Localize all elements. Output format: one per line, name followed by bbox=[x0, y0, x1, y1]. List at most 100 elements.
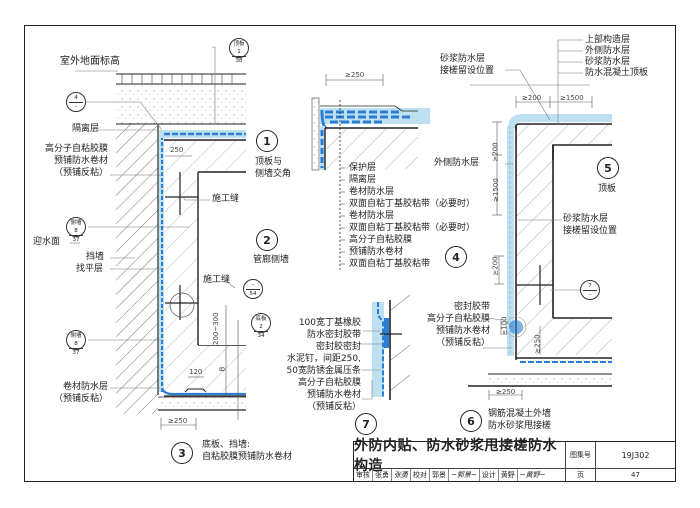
page-number: 47 bbox=[631, 471, 640, 479]
detail-6-dim-250: ≥250 bbox=[533, 334, 542, 354]
ref-detail-4: 4– bbox=[66, 92, 86, 112]
detail-number-1: 1 bbox=[256, 130, 278, 152]
review-label: 审核 bbox=[354, 469, 373, 481]
check-name: 郭景 bbox=[430, 469, 449, 481]
dim-250: 250 bbox=[170, 146, 184, 154]
retaining-wall-label: 挡墙 bbox=[86, 252, 105, 262]
detail-7-label-5: 50宽防锈金属压条 bbox=[286, 366, 361, 376]
drawing-frame bbox=[24, 25, 676, 482]
detail-6-dim-100: ≥100 bbox=[500, 316, 509, 336]
signature-row: 审核 张勇 张勇 校对 郭景 ~郭景~ 设计 黄野 ~黄野~ bbox=[354, 469, 566, 481]
dim-200-vertical: ≥200 bbox=[491, 142, 500, 162]
detail-7-label-8: （预铺反粘） bbox=[306, 402, 361, 412]
isolation-layer-label: 隔离层 bbox=[72, 124, 100, 134]
detail-6-label-3: 预铺防水卷材 bbox=[435, 326, 490, 336]
detail-4-layer-5: 卷材防水层 bbox=[349, 211, 395, 221]
membrane-label-2: 预铺防水卷材 bbox=[53, 156, 108, 166]
detail-number-7: 7 bbox=[355, 413, 377, 435]
construction-joint-label-1: 施工缝 bbox=[212, 194, 240, 204]
detail-number-4: 4 bbox=[445, 246, 467, 268]
detail-left-graphics bbox=[70, 46, 246, 430]
roll-layer-label-1: 卷材防水层 bbox=[62, 382, 108, 392]
detail-4-layer-2: 隔离层 bbox=[349, 175, 377, 185]
review-signature: 张勇 bbox=[392, 469, 411, 481]
membrane-label-3: （预铺反粘） bbox=[53, 168, 108, 178]
roll-layer-label-2: （预铺反粘） bbox=[53, 394, 108, 404]
title-block: 外防内贴、防水砂浆甩接槎防水构造 图集号 19J302 审核 张勇 张勇 校对 … bbox=[353, 438, 676, 482]
detail-6-dim-250-bottom: ≥250 bbox=[496, 388, 516, 396]
detail-7-label-1: 100宽丁基橡胶 bbox=[298, 318, 361, 328]
detail-4-layer-4: 双面自粘丁基胶粘带（必要时） bbox=[349, 199, 476, 209]
detail-6-title-line1: 钢筋混凝土外墙 bbox=[488, 409, 552, 419]
detail-6-title-line2: 防水砂浆甩接槎 bbox=[488, 421, 552, 431]
dim-200-top: ≥200 bbox=[522, 94, 542, 102]
detail-4-dim: ≥250 bbox=[345, 71, 365, 79]
mortar-top-label-2: 接槎留设位置 bbox=[440, 66, 495, 76]
detail-number-3: 3 bbox=[171, 442, 193, 464]
membrane-label-1: 高分子自粘胶膜 bbox=[44, 144, 108, 154]
document-title: 外防内贴、防水砂浆甩接槎防水构造 bbox=[354, 438, 566, 474]
ground-level-label: 室外地面标高 bbox=[60, 56, 120, 67]
detail-5-top-layer-2: 外侧防水层 bbox=[585, 46, 631, 56]
mortar-mid-label-1: 砂浆防水层 bbox=[563, 214, 609, 224]
outer-waterproof-label: 外侧防水层 bbox=[434, 158, 480, 168]
atlas-number-label: 图集号 bbox=[566, 442, 596, 469]
ref-54: –54 bbox=[243, 279, 263, 299]
detail-6-label-4: （预铺反粘） bbox=[435, 338, 490, 348]
mortar-top-label-1: 砂浆防水层 bbox=[440, 54, 486, 64]
check-signature: ~郭景~ bbox=[449, 469, 480, 481]
detail-number-5: 5 bbox=[597, 157, 619, 179]
detail-7-label-7: 预铺防水卷材 bbox=[306, 390, 361, 400]
detail-5-top-layer-4: 防水混凝土顶板 bbox=[585, 68, 649, 78]
mortar-mid-label-2: 接槎留设位置 bbox=[563, 226, 618, 236]
design-signature: ~黄野~ bbox=[519, 471, 546, 479]
leveling-layer-label: 找平层 bbox=[76, 264, 104, 274]
review-name: 张勇 bbox=[373, 469, 392, 481]
check-label: 校对 bbox=[411, 469, 430, 481]
detail-5-top-layer-3: 砂浆防水层 bbox=[585, 57, 631, 67]
detail-7-label-4: 水泥钉，间距250, bbox=[286, 354, 361, 364]
dim-250-bottom: ≥250 bbox=[168, 417, 188, 425]
detail-7-graphics bbox=[358, 294, 411, 400]
detail-number-2: 2 bbox=[256, 229, 278, 251]
construction-joint-label-2: 施工缝 bbox=[203, 275, 231, 285]
detail-4-layer-9: 双面自粘丁基胶粘带 bbox=[349, 259, 431, 269]
detail-4-layer-7: 高分子自粘胶膜 bbox=[349, 235, 413, 245]
detail-5-6-graphics bbox=[468, 39, 612, 400]
detail-5-title: 顶板 bbox=[598, 184, 617, 194]
dim-120: 120 bbox=[189, 368, 203, 376]
detail-5-top-layer-1: 上部构造层 bbox=[585, 35, 631, 45]
detail-7-label-3: 密封胶密封 bbox=[315, 342, 361, 352]
atlas-number: 19J302 bbox=[596, 442, 675, 469]
detail-4-layer-3: 卷材防水层 bbox=[349, 187, 395, 197]
design-label: 设计 bbox=[480, 469, 499, 481]
detail-4-layer-8: 预铺防水卷材 bbox=[349, 247, 404, 257]
detail-4-graphics bbox=[311, 74, 430, 270]
dim-1500-top: ≥1500 bbox=[560, 94, 584, 102]
dim-200-300: 200~300 bbox=[212, 312, 220, 345]
page-label: 页 bbox=[566, 469, 596, 481]
detail-2-title: 管廊侧墙 bbox=[253, 255, 290, 265]
detail-1-title-line2: 侧墙交角 bbox=[255, 169, 292, 179]
detail-4-layer-6: 双面自粘丁基胶粘带（必要时） bbox=[349, 223, 476, 233]
detail-3-title-line1: 底板、挡墙: bbox=[202, 440, 251, 450]
detail-3-title-line2: 自粘胶膜预铺防水卷材 bbox=[202, 452, 293, 462]
detail-7-label-2: 防水密封胶带 bbox=[306, 330, 361, 340]
dim-b: B bbox=[218, 366, 227, 372]
detail-4-layer-1: 保护层 bbox=[349, 163, 377, 173]
ref-detail-7: 7– bbox=[580, 280, 600, 300]
detail-6-label-2: 高分子自粘胶膜 bbox=[426, 314, 490, 324]
detail-7-label-6: 高分子自粘胶膜 bbox=[297, 378, 361, 388]
detail-6-label-1: 密封胶带 bbox=[453, 302, 490, 312]
dim-1500-vertical: ≥1500 bbox=[491, 178, 500, 202]
detail-number-6: 6 bbox=[460, 410, 482, 432]
water-face-label: 迎水面 bbox=[33, 237, 61, 247]
design-name: 黄野 bbox=[499, 469, 518, 481]
detail-1-title-line1: 顶板与 bbox=[255, 157, 283, 167]
detail-6-dim-200: ≥200 bbox=[491, 256, 500, 276]
